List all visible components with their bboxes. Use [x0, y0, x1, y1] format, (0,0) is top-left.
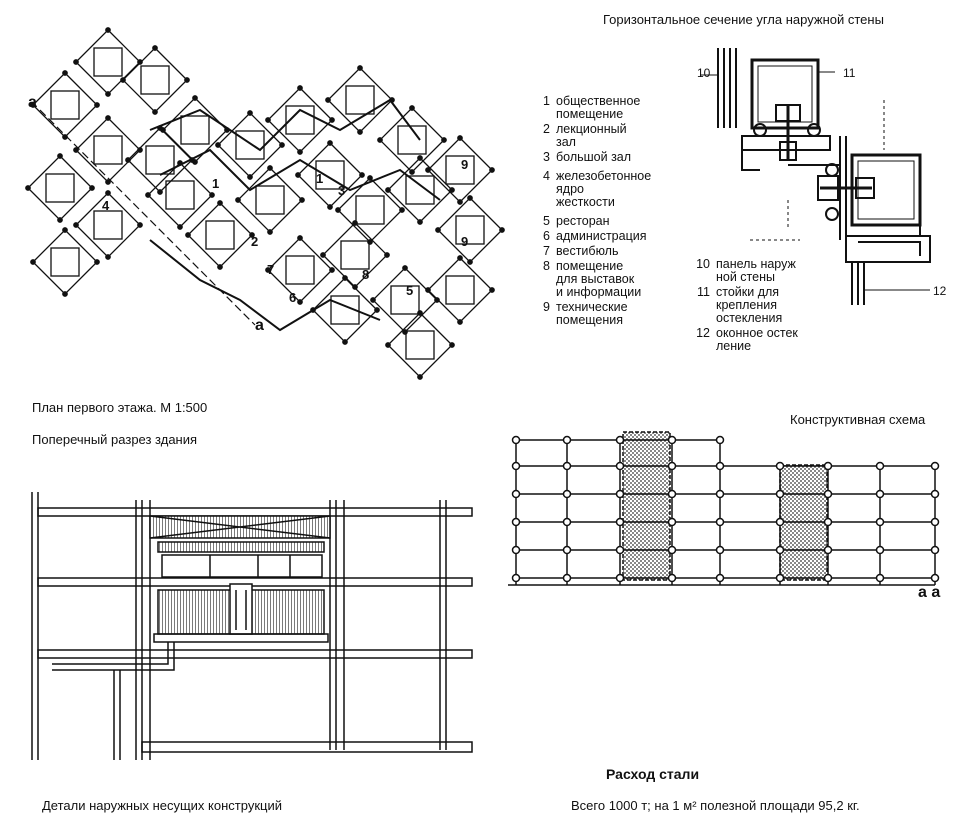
plan-module: [325, 65, 395, 135]
plan-module: [120, 45, 190, 115]
plan-room-label-2: 2: [251, 234, 259, 249]
wall-legend-item: 12 оконное остек ление: [690, 327, 840, 353]
room-legend-number: 1: [543, 94, 550, 108]
plan-module: [385, 310, 455, 380]
plan-module: [215, 110, 285, 180]
wall-legend-number: 12: [696, 326, 710, 340]
room-legend-number: 8: [543, 259, 550, 273]
wall-legend-number: 10: [696, 257, 710, 271]
wall-legend: 10 панель наруж ной стены 11 стойки для кре…: [690, 258, 840, 355]
plan-module: [377, 105, 447, 175]
room-legend-item: 7 вестибюль: [530, 245, 700, 258]
room-legend-item: 5 ресторан: [530, 215, 700, 228]
room-legend-text: вестибюль: [556, 244, 619, 258]
room-legend-text: помещение для выставок и информации: [556, 259, 642, 299]
room-legend-number: 9: [543, 300, 550, 314]
plan-module: [265, 85, 335, 155]
wall-legend-item: 10 панель наруж ной стены: [690, 258, 840, 284]
room-legend-number: 5: [543, 214, 550, 228]
plan-room-label-7: 7: [267, 262, 275, 277]
plan-module: [425, 255, 495, 325]
plan-caption: План первого этажа. М 1:500: [32, 400, 208, 415]
details-caption: Детали наружных несущих конструкций: [42, 798, 282, 813]
room-legend-item: 9 технические помещения: [530, 301, 700, 327]
plan-module: [310, 275, 380, 345]
plan-room-label-4: 4: [102, 198, 110, 213]
plan-module: [145, 160, 215, 230]
plan-room-label-1a: 1: [212, 176, 220, 191]
plan-module: [73, 115, 143, 185]
wall-section-title: Горизонтальное сечение угла наружной сте…: [603, 12, 884, 27]
room-legend-item: 6 администрация: [530, 230, 700, 243]
plan-room-label-9b: 9: [461, 234, 469, 249]
plan-module: [425, 135, 495, 205]
room-legend-text: большой зал: [556, 150, 632, 164]
wall-legend-text: панель наруж ной стены: [716, 257, 796, 284]
room-legend-item: 8 помещение для выставок и информации: [530, 260, 700, 299]
plan-module: [73, 27, 143, 97]
wall-legend-number: 11: [697, 285, 710, 299]
room-legend-number: 2: [543, 122, 550, 136]
room-legend-item: 2 лекционный зал: [530, 123, 700, 149]
room-legend-number: 3: [543, 150, 550, 164]
room-legend-item: 3 большой зал: [530, 151, 700, 164]
detail-callout-11: 11: [843, 66, 856, 80]
plan-room-label-9a: 9: [461, 157, 469, 172]
plan-room-label-6: 6: [289, 290, 297, 305]
plan-room-label-8: 8: [362, 267, 370, 282]
wall-legend-text: оконное остек ление: [716, 326, 798, 353]
plan-section-mark-bottom: a: [255, 317, 264, 334]
plan-module: [30, 227, 100, 297]
steel-consumption-text: Всего 1000 т; на 1 м² полезной площади 9…: [571, 798, 860, 813]
room-legend-item: 4 железобетонное ядро жесткости: [530, 170, 700, 209]
plan-module: [320, 220, 390, 290]
room-legend-number: 6: [543, 229, 550, 243]
structural-scheme-caption: Конструктивная схема: [790, 412, 926, 427]
room-legend-number: 7: [543, 244, 550, 258]
room-legend-number: 4: [543, 169, 550, 183]
wall-legend-item: 11 стойки для крепления остекления: [690, 286, 840, 325]
cross-section-caption: Поперечный разрез здания: [32, 432, 198, 447]
plan-module: [73, 190, 143, 260]
plan-room-label-5: 5: [406, 283, 414, 298]
room-legend-text: ресторан: [556, 214, 610, 228]
detail-callout-12: 12: [933, 284, 947, 298]
room-legend-text: технические помещения: [556, 300, 628, 327]
room-legend-text: общественное помещение: [556, 94, 641, 121]
room-legend-text: железобетонное ядро жесткости: [556, 169, 652, 209]
plan-module: [335, 175, 405, 245]
plan-room-label-1b: 1: [316, 171, 324, 186]
steel-consumption-title: Расход стали: [606, 766, 700, 782]
wall-legend-text: стойки для крепления остекления: [716, 285, 783, 325]
room-legend-item: 1 общественное помещение: [530, 95, 700, 121]
scheme-section-mark: a a: [918, 584, 941, 601]
plan-section-mark-top: a: [28, 94, 37, 111]
plan-module: [25, 153, 95, 223]
plan-module: [385, 155, 455, 225]
detail-callout-10: 10: [697, 66, 711, 80]
plan-module: [435, 195, 505, 265]
room-legend-text: лекционный зал: [556, 122, 627, 149]
plan-module: [265, 235, 335, 305]
plan-module: [185, 200, 255, 270]
plan-room-label-3: 3: [338, 183, 346, 198]
room-legend-text: администрация: [556, 229, 647, 243]
